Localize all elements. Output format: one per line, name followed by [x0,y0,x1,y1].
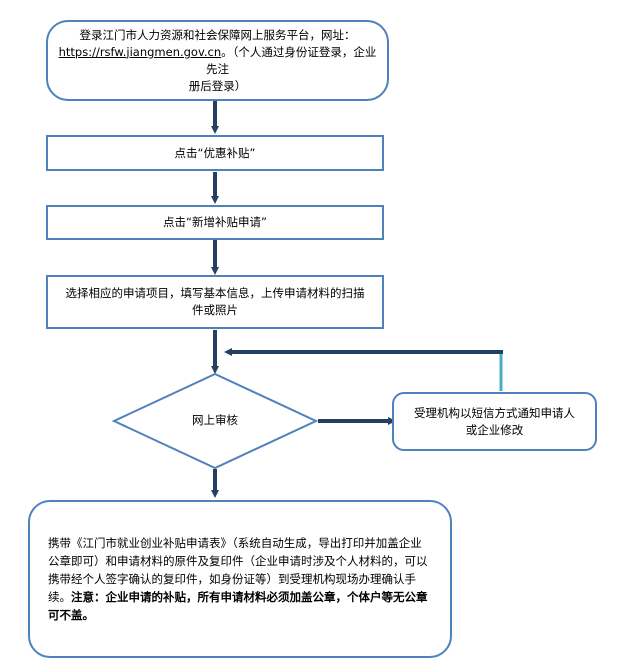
step2-box: 点击“优惠补贴” [46,135,384,171]
final-text: 携带《江门市就业创业补贴申请表》（系统自动生成，导出打印并加盖企业公章即可）和申… [48,534,432,624]
final-normal-text: 携带《江门市就业创业补贴申请表》（系统自动生成，导出打印并加盖企业公章即可）和申… [48,536,428,604]
step1-line3: 册后登录） [188,78,247,93]
final-bold-note: 注意：企业申请的补贴，所有申请材料必须加盖公章，个体户等无公章可不盖。 [48,590,428,622]
step1-login-box: 登录江门市人力资源和社会保障网上服务平台，网址： https://rsfw.ji… [46,20,389,101]
step1-url-link[interactable]: https://rsfw.jiangmen.gov.cn [58,44,222,59]
step3-box: 点击“新增补贴申请” [46,205,384,240]
step3-text: 点击“新增补贴申请” [163,215,267,229]
step4-text: 选择相应的申请项目，填写基本信息，上传申请材料的扫描 件或照片 [65,286,365,317]
decision-label: 网上审核 [192,413,238,427]
final-box: 携带《江门市就业创业补贴申请表》（系统自动生成，导出打印并加盖企业公章即可）和申… [28,500,452,658]
step4-box: 选择相应的申请项目，填写基本信息，上传申请材料的扫描 件或照片 [46,275,384,329]
decision-diamond [111,372,319,470]
step1-line1: 登录江门市人力资源和社会保障网上服务平台，网址： [79,27,356,42]
side-notify-text: 受理机构以短信方式通知申请人 或企业修改 [414,405,575,437]
step1-line2: 。（个人通过身份证登录，企业先注 [206,44,377,76]
step1-text: 登录江门市人力资源和社会保障网上服务平台，网址： https://rsfw.ji… [58,27,377,95]
step2-text: 点击“优惠补贴” [174,145,256,160]
side-notify-box: 受理机构以短信方式通知申请人 或企业修改 [392,392,597,451]
